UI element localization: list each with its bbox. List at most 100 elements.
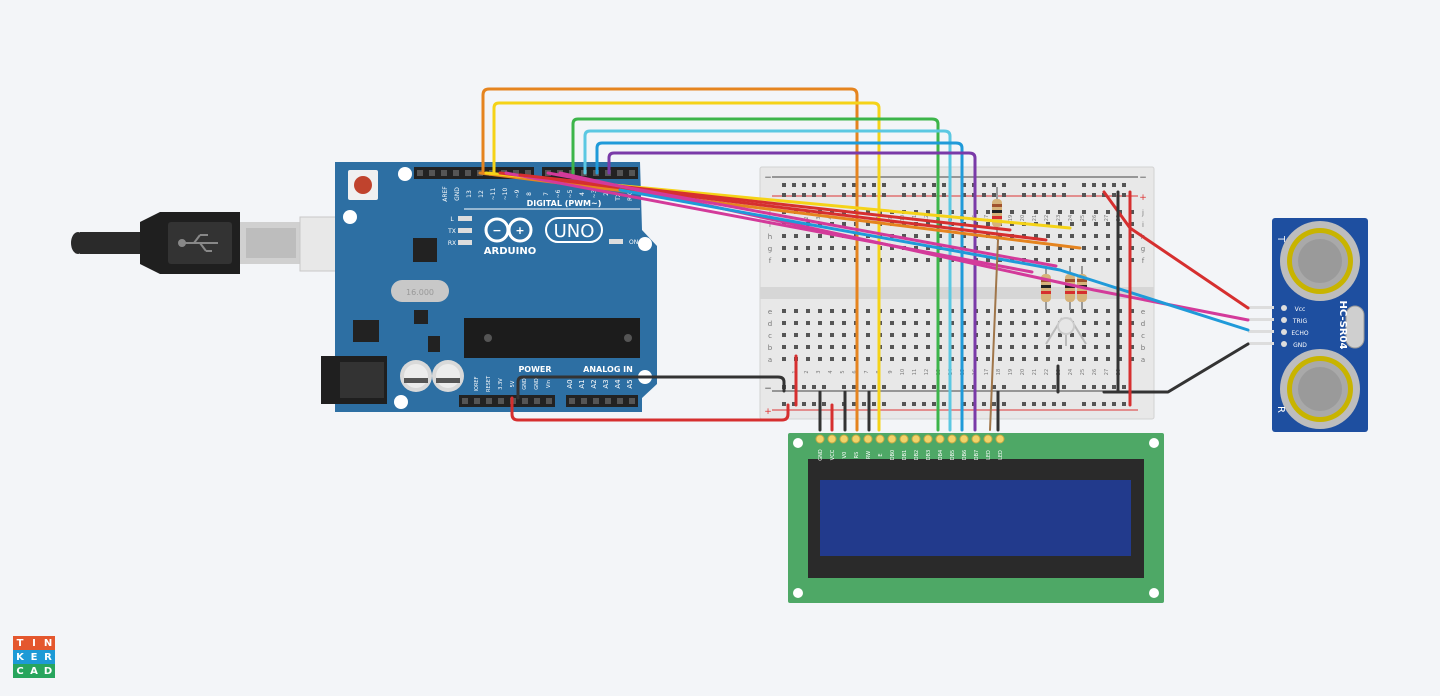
rail-hole[interactable] <box>792 183 796 187</box>
breadboard-hole[interactable] <box>794 333 798 337</box>
breadboard-hole[interactable] <box>1058 309 1062 313</box>
header-socket[interactable] <box>569 398 575 404</box>
rail-hole[interactable] <box>882 385 886 389</box>
breadboard-hole[interactable] <box>1046 309 1050 313</box>
breadboard-hole[interactable] <box>818 345 822 349</box>
resistor-3[interactable] <box>1065 266 1075 310</box>
rail-hole[interactable] <box>792 402 796 406</box>
lcd-pin[interactable] <box>887 434 897 444</box>
rail-hole[interactable] <box>932 402 936 406</box>
breadboard-hole[interactable] <box>1034 357 1038 361</box>
rail-hole[interactable] <box>1102 183 1106 187</box>
rail-hole[interactable] <box>802 193 806 197</box>
sensor-pin[interactable] <box>1248 306 1274 309</box>
breadboard-hole[interactable] <box>998 321 1002 325</box>
wire-blue-echo[interactable] <box>618 188 1250 332</box>
breadboard-hole[interactable] <box>938 321 942 325</box>
breadboard-hole[interactable] <box>806 246 810 250</box>
breadboard-hole[interactable] <box>830 234 834 238</box>
breadboard-hole[interactable] <box>902 345 906 349</box>
sensor-pin[interactable] <box>1248 330 1274 333</box>
rail-hole[interactable] <box>872 385 876 389</box>
rail-hole[interactable] <box>942 402 946 406</box>
breadboard-hole[interactable] <box>842 321 846 325</box>
breadboard-hole[interactable] <box>1130 345 1134 349</box>
breadboard-hole[interactable] <box>794 321 798 325</box>
breadboard-hole[interactable] <box>842 309 846 313</box>
rail-hole[interactable] <box>812 402 816 406</box>
rail-hole[interactable] <box>852 385 856 389</box>
breadboard-hole[interactable] <box>1094 210 1098 214</box>
breadboard-hole[interactable] <box>950 345 954 349</box>
rail-hole[interactable] <box>1092 193 1096 197</box>
rail-hole[interactable] <box>1082 385 1086 389</box>
breadboard-hole[interactable] <box>818 258 822 262</box>
rail-hole[interactable] <box>1052 402 1056 406</box>
rail-hole[interactable] <box>822 402 826 406</box>
rail-hole[interactable] <box>942 193 946 197</box>
header-socket[interactable] <box>465 170 471 176</box>
header-socket[interactable] <box>486 398 492 404</box>
rail-hole[interactable] <box>872 193 876 197</box>
lcd-pin[interactable] <box>899 434 909 444</box>
breadboard-hole[interactable] <box>1046 345 1050 349</box>
breadboard-hole[interactable] <box>950 333 954 337</box>
breadboard-hole[interactable] <box>794 309 798 313</box>
breadboard-hole[interactable] <box>782 258 786 262</box>
wire-orange-rs[interactable] <box>481 87 859 432</box>
rail-hole[interactable] <box>1092 402 1096 406</box>
breadboard-hole[interactable] <box>866 357 870 361</box>
breadboard-hole[interactable] <box>1094 333 1098 337</box>
breadboard-hole[interactable] <box>1130 246 1134 250</box>
rail-hole[interactable] <box>792 193 796 197</box>
header-socket[interactable] <box>605 398 611 404</box>
breadboard-hole[interactable] <box>1022 309 1026 313</box>
rail-hole[interactable] <box>882 193 886 197</box>
breadboard-hole[interactable] <box>1046 258 1050 262</box>
sensor-pin[interactable] <box>1248 318 1274 321</box>
breadboard-hole[interactable] <box>1094 321 1098 325</box>
rail-hole[interactable] <box>1112 193 1116 197</box>
breadboard-hole[interactable] <box>794 258 798 262</box>
breadboard-hole[interactable] <box>794 246 798 250</box>
breadboard-hole[interactable] <box>866 345 870 349</box>
breadboard-hole[interactable] <box>902 234 906 238</box>
breadboard-hole[interactable] <box>1082 309 1086 313</box>
wire-purple-db7[interactable] <box>607 151 977 432</box>
breadboard-hole[interactable] <box>1010 333 1014 337</box>
breadboard-hole[interactable] <box>1034 246 1038 250</box>
breadboard-hole[interactable] <box>890 357 894 361</box>
rail-hole[interactable] <box>1102 385 1106 389</box>
breadboard-hole[interactable] <box>1106 234 1110 238</box>
header-socket[interactable] <box>546 398 552 404</box>
breadboard-hole[interactable] <box>1070 345 1074 349</box>
rail-hole[interactable] <box>992 385 996 389</box>
breadboard-hole[interactable] <box>842 357 846 361</box>
breadboard-hole[interactable] <box>950 309 954 313</box>
breadboard-hole[interactable] <box>806 333 810 337</box>
rail-hole[interactable] <box>822 385 826 389</box>
breadboard-hole[interactable] <box>1046 246 1050 250</box>
header-socket[interactable] <box>629 398 635 404</box>
header-socket[interactable] <box>417 170 423 176</box>
rail-hole[interactable] <box>872 183 876 187</box>
breadboard-hole[interactable] <box>1082 222 1086 226</box>
rail-hole[interactable] <box>812 183 816 187</box>
rail-hole[interactable] <box>1062 385 1066 389</box>
breadboard-hole[interactable] <box>962 210 966 214</box>
breadboard-hole[interactable] <box>926 357 930 361</box>
breadboard-hole[interactable] <box>1106 333 1110 337</box>
breadboard-hole[interactable] <box>1082 210 1086 214</box>
rail-hole[interactable] <box>862 183 866 187</box>
breadboard-hole[interactable] <box>830 357 834 361</box>
breadboard-hole[interactable] <box>1082 345 1086 349</box>
breadboard-hole[interactable] <box>1058 222 1062 226</box>
breadboard-hole[interactable] <box>1118 309 1122 313</box>
breadboard-hole[interactable] <box>890 246 894 250</box>
header-socket[interactable] <box>462 398 468 404</box>
breadboard-hole[interactable] <box>950 321 954 325</box>
breadboard-hole[interactable] <box>1118 246 1122 250</box>
rail-hole[interactable] <box>1052 183 1056 187</box>
breadboard-hole[interactable] <box>830 210 834 214</box>
breadboard-hole[interactable] <box>998 234 1002 238</box>
